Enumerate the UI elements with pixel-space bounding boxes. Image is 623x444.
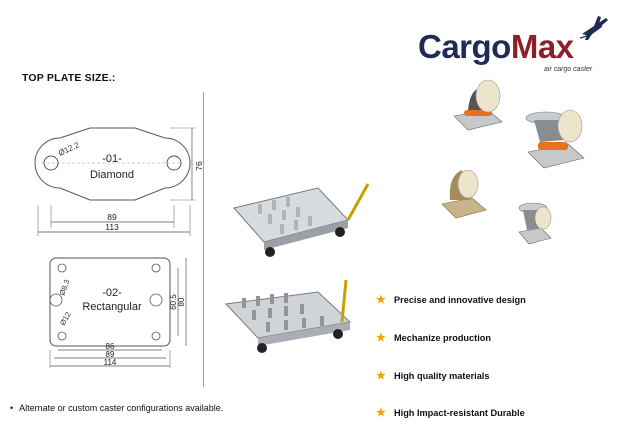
diamond-height: 76 (194, 161, 204, 171)
diamond-outer-width: 113 (105, 222, 119, 232)
diamond-inner-width: 89 (107, 212, 117, 222)
rect-name: Rectangular (82, 301, 142, 313)
rect-number: -02- (102, 287, 122, 299)
logo-wordmark: CargoMax (418, 28, 574, 66)
feature-item: ★High quality materials (376, 370, 490, 382)
rect-w2: 89 (106, 350, 115, 359)
rect-hole-small: Ø8.3 (57, 278, 71, 296)
airplane-icon (580, 16, 608, 40)
cargomax-logo: CargoMax air cargo caster (412, 16, 612, 80)
star-icon: ★ (376, 332, 386, 344)
rect-w3: 114 (104, 358, 117, 367)
bullet-icon: • (10, 403, 14, 413)
star-icon: ★ (376, 407, 386, 419)
logo-cargo: Cargo (418, 28, 511, 65)
rectangular-plate-drawing: -02- Rectangular Ø8.3 Ø12 86 89 114 60.5… (49, 257, 187, 368)
star-icon: ★ (376, 294, 386, 306)
feature-item: ★High Impact-resistant Durable (376, 407, 525, 419)
divider-line (203, 92, 204, 387)
caster-image-2 (525, 109, 585, 169)
rect-hole-big: Ø12 (58, 310, 73, 327)
pallet-dolly-image-2 (224, 279, 352, 353)
caster-image-1 (453, 79, 503, 131)
diamond-hole-left (43, 155, 59, 171)
diamond-plate-drawing: -01- Diamond Ø12.2 89 113 76 (34, 127, 204, 236)
rect-h1: 60.5 (169, 294, 178, 310)
star-icon: ★ (376, 370, 386, 382)
configuration-note: •Alternate or custom caster configuratio… (10, 403, 224, 413)
diamond-number: -01- (102, 153, 122, 165)
diamond-name: Diamond (90, 169, 134, 181)
feature-item: ★Mechanize production (376, 332, 491, 344)
page-heading: TOP PLATE SIZE.: (22, 72, 116, 84)
rect-h2: 80 (177, 297, 186, 306)
logo-max: Max (510, 28, 574, 65)
pallet-dolly-image-1 (233, 183, 370, 257)
caster-image-3 (441, 169, 487, 219)
feature-item: ★Precise and innovative design (376, 294, 526, 306)
caster-image-4 (518, 202, 552, 245)
logo-tagline: air cargo caster (544, 66, 593, 73)
diamond-hole-label: Ø12.2 (57, 140, 81, 158)
rect-w1: 86 (106, 342, 115, 351)
